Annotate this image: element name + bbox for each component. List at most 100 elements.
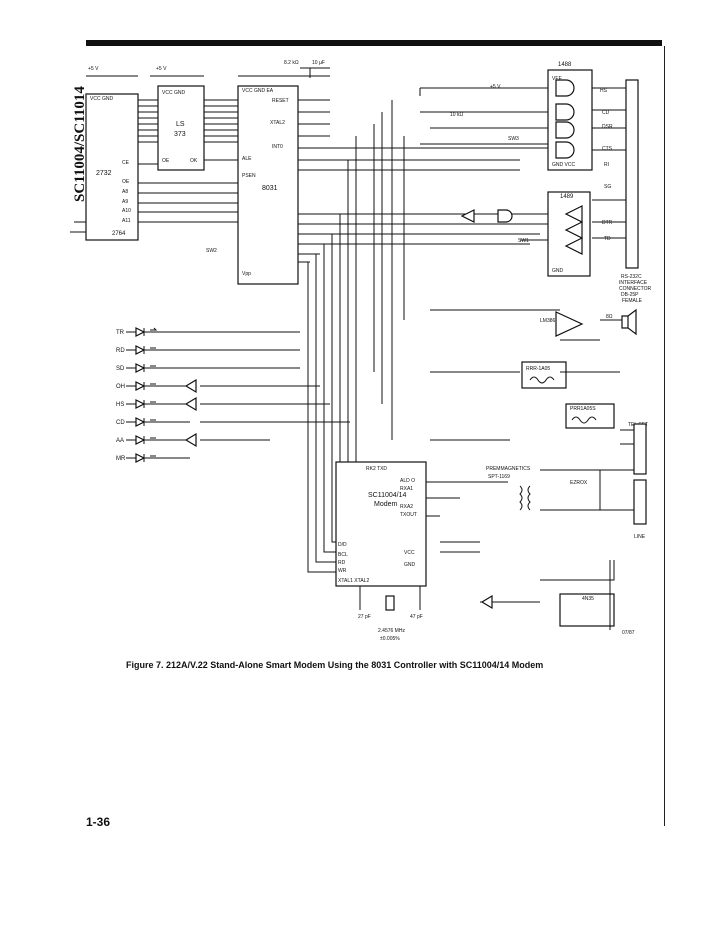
svg-text:A8: A8 bbox=[122, 189, 128, 195]
svg-text:SG: SG bbox=[604, 184, 611, 190]
relay2-label: PRR1A05S bbox=[570, 406, 596, 412]
led-cd: CD bbox=[116, 420, 125, 426]
svg-text:DSR: DSR bbox=[602, 124, 613, 130]
surge-label: EZROX bbox=[570, 480, 588, 486]
led-aa: AA bbox=[116, 438, 124, 444]
led-hs: HS bbox=[116, 402, 124, 408]
driver-label: 1488 bbox=[558, 62, 572, 68]
sw2-label: SW2 bbox=[206, 248, 217, 254]
line-label: LINE bbox=[634, 534, 646, 540]
svg-text:D/D: D/D bbox=[338, 542, 347, 548]
cap-10uf-label: 10 µF bbox=[312, 60, 325, 66]
svg-text:RI: RI bbox=[604, 162, 609, 168]
svg-text:GND: GND bbox=[404, 562, 416, 568]
svg-text:HS: HS bbox=[600, 88, 608, 94]
svg-text:DTR: DTR bbox=[602, 220, 613, 226]
svg-text:RESET: RESET bbox=[272, 98, 289, 104]
svg-text:A11: A11 bbox=[122, 218, 131, 224]
cpu-chip: 8031 VCC GND EA RESET XTAL2 INT0 ALE PSE… bbox=[237, 85, 299, 285]
led-column: TR RD SD OH HS CD AA MR bbox=[116, 327, 158, 463]
relay1-label: RRR-1A05 bbox=[526, 366, 550, 372]
svg-text:VEE: VEE bbox=[552, 76, 563, 82]
svg-text:VCC GND EA: VCC GND EA bbox=[242, 88, 274, 94]
connector-label: RS-232C bbox=[621, 274, 642, 280]
svg-text:OE: OE bbox=[122, 179, 130, 185]
svg-text:Vpp: Vpp bbox=[242, 271, 251, 277]
svg-text:GND: GND bbox=[552, 268, 564, 274]
sw3-label: SW3 bbox=[508, 136, 519, 142]
res-8k2-label: 8.2 kΩ bbox=[284, 60, 299, 66]
vcc-label-1: +5 V bbox=[88, 66, 99, 72]
relay-2: PRR1A05S bbox=[565, 403, 615, 429]
crystal-label: 2.4576 MHz bbox=[378, 628, 405, 634]
modem-label-1: SC11004/14 bbox=[368, 492, 407, 499]
svg-text:INT0: INT0 bbox=[272, 144, 283, 150]
sw1-label: SW1 bbox=[518, 238, 529, 244]
latch-chip: LS 373 VCC GND OE OK bbox=[157, 85, 205, 171]
svg-text:XTAL2: XTAL2 bbox=[270, 120, 285, 126]
svg-text:RK2 TXD: RK2 TXD bbox=[366, 466, 387, 472]
svg-text:VCC: VCC bbox=[404, 550, 415, 556]
svg-text:WR: WR bbox=[338, 568, 347, 574]
svg-text:A9: A9 bbox=[122, 199, 128, 205]
svg-text:RD: RD bbox=[338, 560, 346, 566]
right-margin-rule bbox=[664, 46, 665, 826]
led-rd: RD bbox=[116, 348, 125, 354]
eprom-chip: 2732 2764 VCC GND CE OE A8 A9 A10 A11 bbox=[85, 93, 139, 241]
svg-text:OK: OK bbox=[190, 158, 198, 164]
wiring bbox=[70, 67, 640, 630]
modem-chip: SC11004/14 Modem RK2 TXD ALD O RXA1 RXA2… bbox=[335, 461, 427, 587]
svg-text:GND VCC: GND VCC bbox=[552, 162, 575, 168]
figure-caption: Figure 7. 212A/V.22 Stand-Alone Smart Mo… bbox=[126, 660, 544, 670]
page-number: 1-36 bbox=[86, 815, 111, 829]
transformer-sub-label: SPT-1169 bbox=[488, 474, 510, 480]
svg-text:OE: OE bbox=[162, 158, 170, 164]
vcc-label-3: +5 V bbox=[490, 84, 501, 90]
svg-text:ALE: ALE bbox=[242, 156, 252, 162]
receiver-label: 1489 bbox=[560, 194, 574, 200]
connector-sub: INTERFACE bbox=[619, 280, 648, 286]
svg-text:XTAL1 XTAL2: XTAL1 XTAL2 bbox=[338, 578, 369, 584]
svg-text:TXOUT: TXOUT bbox=[400, 512, 417, 518]
receiver-chip: 1489 GND bbox=[547, 191, 591, 277]
connector-sub2: CONNECTOR bbox=[619, 286, 652, 292]
cap-27pf-label: 27 pF bbox=[358, 614, 371, 620]
connector-sub4: FEMALE bbox=[622, 298, 643, 304]
component-labels: +5 V +5 V 8.2 kΩ 10 µF 10 kΩ +5 V SW3 SW… bbox=[88, 60, 648, 642]
speaker-label: 8Ω bbox=[606, 314, 613, 320]
svg-text:CTS: CTS bbox=[602, 146, 613, 152]
connector-sub3: DB-25P bbox=[621, 292, 639, 298]
eprom-sub-label: 2764 bbox=[112, 231, 126, 237]
res-10k-label: 10 kΩ bbox=[450, 112, 463, 118]
optocoupler: 4N35 bbox=[559, 593, 615, 627]
svg-text:A10: A10 bbox=[122, 208, 131, 214]
cpu-label: 8031 bbox=[262, 185, 278, 192]
svg-text:CD: CD bbox=[602, 110, 610, 116]
crystal-tol-label: ±0.005% bbox=[380, 636, 400, 642]
svg-text:TD: TD bbox=[604, 236, 611, 242]
led-tr: TR bbox=[116, 330, 125, 336]
svg-text:ALD O: ALD O bbox=[400, 478, 415, 484]
ref-label: 07/87 bbox=[622, 630, 635, 636]
top-rule bbox=[86, 40, 662, 46]
svg-text:PSEN: PSEN bbox=[242, 173, 256, 179]
led-sd: SD bbox=[116, 366, 125, 372]
amp-label: LM386 bbox=[540, 318, 556, 324]
latch-label-1: LS bbox=[176, 121, 185, 128]
modem-label-2: Modem bbox=[374, 501, 398, 508]
led-oh: OH bbox=[116, 384, 125, 390]
svg-text:RXA2: RXA2 bbox=[400, 504, 413, 510]
led-mr: MR bbox=[116, 456, 126, 462]
eprom-label: 2732 bbox=[96, 170, 112, 177]
svg-text:RXA1: RXA1 bbox=[400, 486, 413, 492]
latch-label-2: 373 bbox=[174, 131, 186, 138]
svg-text:VCC GND: VCC GND bbox=[162, 90, 185, 96]
transformer-label: PREMMAGNETICS bbox=[486, 466, 531, 472]
svg-text:BCL: BCL bbox=[338, 552, 348, 558]
svg-text:CE: CE bbox=[122, 160, 130, 166]
relay-1: RRR-1A05 bbox=[521, 361, 567, 389]
opto-label: 4N35 bbox=[582, 596, 594, 602]
svg-text:VCC GND: VCC GND bbox=[90, 96, 113, 102]
vcc-label-2: +5 V bbox=[156, 66, 167, 72]
